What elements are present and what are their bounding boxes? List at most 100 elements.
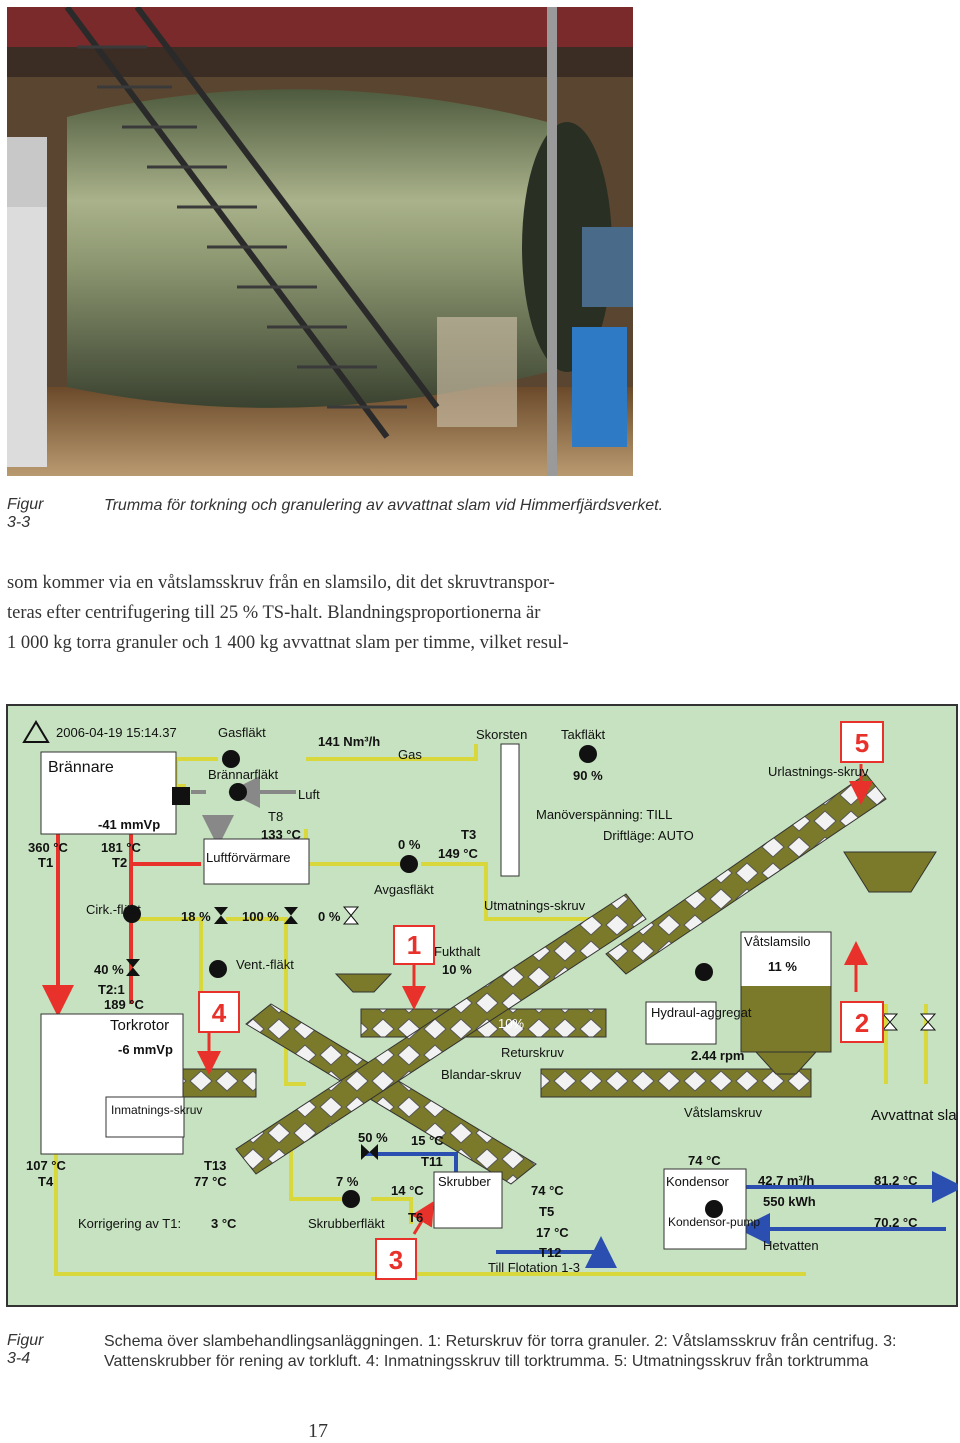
label-pressure1: -41 mmVp [98,817,160,832]
label-t8-val: 133 °C [261,827,302,842]
label-torkrotor: Torkrotor [110,1017,169,1034]
skrubber-box [433,1171,503,1229]
callout-2-label: 2 [855,1008,869,1038]
callout-5 [840,721,884,763]
label-skrubberflakt: Skrubberfläkt [308,1216,385,1231]
hydraul-box [645,1001,717,1045]
valve-icon [361,1144,378,1160]
label-valve3: 0 % [318,909,341,924]
callout-2 [840,1001,884,1043]
label-kond-temp: 74 °C [688,1153,721,1168]
skrubberflakt-fan-icon [342,1190,360,1208]
utmatning-screw-a [235,893,647,1175]
gasflakt-fan-icon [222,750,240,768]
label-manover: Manöverspänning: TILL [536,807,672,822]
label-t2-val: 181 °C [101,840,142,855]
label-fukthalt: Fukthalt [434,944,481,959]
body-paragraph: som kommer via en våtslamsskruv från en … [7,568,634,658]
page-number: 17 [308,1420,328,1442]
hopper [843,851,937,893]
label-kondpump: Kondensor-pump [668,1215,760,1229]
label-scrub-pct: 7 % [336,1174,359,1189]
label-t21: T2:1 [98,982,125,997]
label-brannare: Brännare [48,759,114,776]
label-t13: T13 [204,1158,226,1173]
cirkflakt-fan-icon [123,905,141,923]
figure-label: Figur 3-3 [7,496,44,531]
label-t1-val: 360 °C [28,840,69,855]
timestamp: 2006-04-19 15:14.37 [56,725,177,740]
label-takflakt-pct: 90 % [573,768,603,783]
label-hetvatten: Hetvatten [763,1238,819,1253]
label-urlastning: Urlastnings-skruv [768,764,869,779]
label-inmatning: Inmatnings-skruv [111,1103,202,1117]
label-takflakt: Takfläkt [561,727,605,742]
label-t1: T1 [38,855,53,870]
callout-4-label: 4 [212,998,227,1028]
figure-caption-text: Schema över slambehandlingsanläggningen.… [104,1333,897,1370]
skorsten-stack [500,743,520,877]
callout-1-label: 1 [407,930,421,960]
label-t11: T11 [421,1154,443,1169]
label-t4-val: 107 °C [26,1158,67,1173]
label-utmatning: Utmatnings-skruv [484,898,586,913]
silo [740,931,832,1053]
label-skorsten: Skorsten [476,727,527,742]
valve-icon [342,906,360,925]
label-t5-val: 74 °C [531,1183,564,1198]
label-kond-energy: 550 kWh [763,1194,816,1209]
label-valve5: 50 % [358,1130,388,1145]
label-flotation: Till Flotation 1-3 [488,1260,580,1275]
label-korrigering: Korrigering av T1: [78,1216,181,1231]
urlastning-screw [605,773,887,975]
label-kond-flow: 42.7 m³/h [758,1173,814,1188]
label-avgasflakt: Avgasfläkt [374,882,434,897]
label-cirkflakt: Cirk.-fläkt [86,902,141,917]
label-pressure2: -6 mmVp [118,1042,173,1057]
figure-label: Figur 3-4 [7,1332,44,1367]
label-kondensor: Kondensor [666,1174,730,1189]
label-t6: T6 [408,1210,423,1225]
label-kond-out: 81.2 °C [874,1173,918,1188]
label-gasflakt: Gasfläkt [218,725,266,740]
label-t11-val: 15 °C [411,1133,444,1148]
label-driftlage: Driftläge: AUTO [603,828,694,843]
callout-3 [375,1238,417,1280]
valve-icon [126,959,140,976]
label-korr-val: 3 °C [211,1216,237,1231]
label-kond-ret: 70.2 °C [874,1215,918,1230]
burner-block [172,787,190,805]
label-t12-val: 17 °C [536,1225,569,1240]
valve-icon [214,907,228,924]
label-t5: T5 [539,1204,554,1219]
valve-icon [284,907,298,924]
label-silo-pct: 11 % [768,959,797,974]
label-t12: T12 [539,1245,561,1260]
body-line: 1 000 kg torra granuler och 1 400 kg avv… [7,633,569,653]
label-avvattnat: Avvattnat slam [871,1107,958,1124]
figure-caption-text: Trumma för torkning och granulering av a… [104,497,664,514]
callout-5-label: 5 [855,728,869,758]
valves [126,906,937,1160]
label-valve1: 18 % [181,909,211,924]
label-ventflakt: Vent.-fläkt [236,957,294,972]
label-returskruv: Returskruv [501,1045,564,1060]
callout-4 [198,991,240,1033]
takflakt-fan-icon [579,745,597,763]
blandar-screw [245,1003,537,1185]
label-t3: T3 [461,827,476,842]
label-brannarflakt: Brännarfläkt [208,767,278,782]
label-hydraul: Hydraul-aggregat [651,1005,752,1020]
hydraul-fan-icon [695,963,713,981]
label-blandarskruv: Blandar-skruv [441,1067,522,1082]
label-luft: Luft [298,787,320,802]
label-gas: Gas [398,747,422,762]
brannarflakt-fan-icon [229,783,247,801]
screw-conveyors [105,773,887,1185]
label-t2: T2 [112,855,127,870]
process-diagram: 1 5 2 3 4 2006-04-19 15:14.37 Brännare G… [4,702,960,1309]
ventflakt-fan-icon [209,960,227,978]
label-luftforvarmare: Luftförvärmare [206,850,291,865]
label-valve4: 40 % [94,962,124,977]
vatslam-screw [540,1068,812,1098]
